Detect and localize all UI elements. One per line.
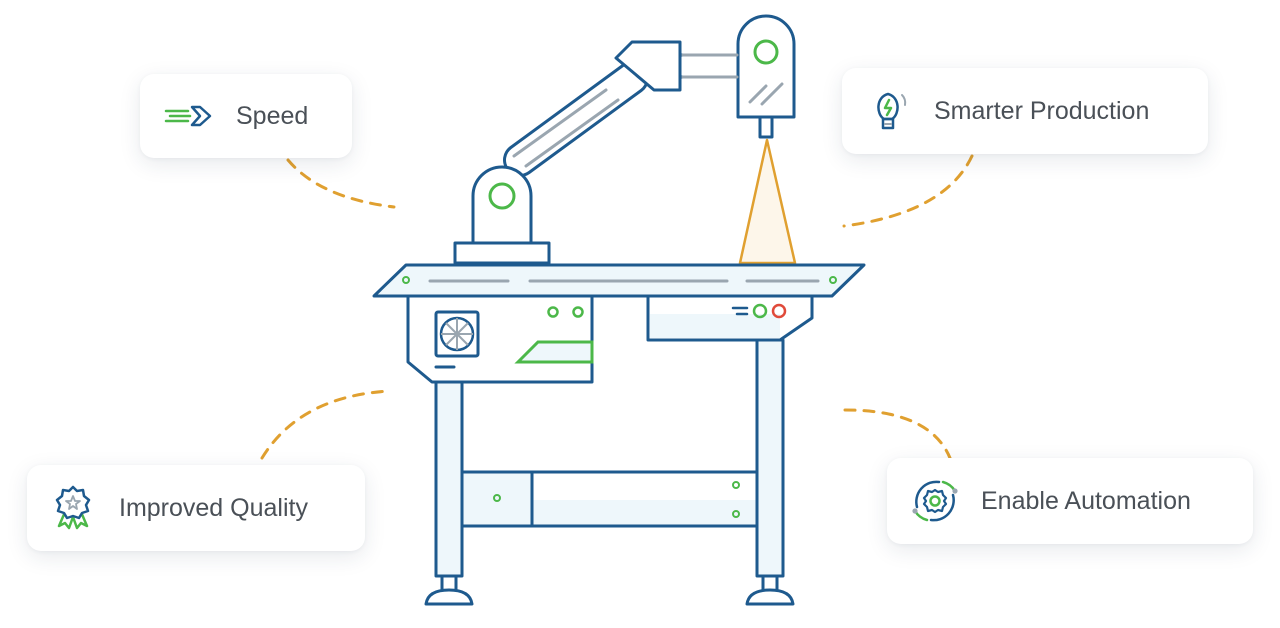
cooling-fan-icon xyxy=(439,316,475,352)
enable-automation-label: Enable Automation xyxy=(981,486,1191,515)
cabinet-light-2 xyxy=(572,306,584,318)
connector-improved-quality xyxy=(260,389,392,460)
camera-glass-line-2 xyxy=(760,82,784,106)
speed-label: Speed xyxy=(236,101,309,130)
foot-pad-right xyxy=(745,588,795,606)
vision-camera xyxy=(736,14,796,119)
connector-smarter-production xyxy=(842,154,974,228)
smarter-production-label: Smarter Production xyxy=(934,96,1150,125)
shelf-indicator-right-bottom xyxy=(732,510,740,518)
lower-shelf-panel-left xyxy=(460,470,534,528)
enable-automation-card: Enable Automation xyxy=(887,458,1253,544)
connector-lines xyxy=(260,154,974,460)
award-ribbon-icon xyxy=(55,485,91,530)
cabinet-light-1 xyxy=(547,306,559,318)
improved-quality-card: Improved Quality xyxy=(27,465,365,551)
drawer-vent-lines xyxy=(731,306,749,316)
grey-details xyxy=(428,53,820,283)
camera-lens-stem xyxy=(758,115,774,139)
foot-pad-left xyxy=(424,588,474,606)
table-indicator-left xyxy=(402,276,410,284)
speed-arrow-icon xyxy=(164,105,212,127)
camera-light-beam xyxy=(738,138,797,265)
drawer-status-light-green xyxy=(752,303,768,319)
table-leg-right xyxy=(755,338,785,578)
cabinet-green-panel xyxy=(514,340,594,364)
robot-shoulder-joint xyxy=(471,165,533,245)
table-leg-left xyxy=(434,380,464,578)
lightbulb-icon xyxy=(877,92,907,130)
shelf-indicator-right-top xyxy=(732,481,740,489)
lower-shelf-panel-right xyxy=(532,500,757,526)
gear-cycle-icon xyxy=(912,480,958,522)
smarter-production-card: Smarter Production xyxy=(842,68,1208,154)
drawer-status-light-red xyxy=(771,303,787,319)
camera-glass-line-1 xyxy=(748,84,768,104)
arm-inner-line-2 xyxy=(524,98,620,168)
connector-speed xyxy=(286,158,396,209)
speed-card: Speed xyxy=(140,74,352,158)
shelf-indicator-left xyxy=(493,494,501,502)
camera-lens-indicator xyxy=(753,39,779,65)
robot-wrist-head xyxy=(614,40,682,92)
connector-enable-automation xyxy=(843,408,952,460)
arm-inner-line-1 xyxy=(512,88,608,158)
shoulder-joint-pivot xyxy=(488,182,516,210)
improved-quality-label: Improved Quality xyxy=(119,493,308,522)
robot-base-plate xyxy=(453,241,551,265)
table-indicator-right xyxy=(829,276,837,284)
